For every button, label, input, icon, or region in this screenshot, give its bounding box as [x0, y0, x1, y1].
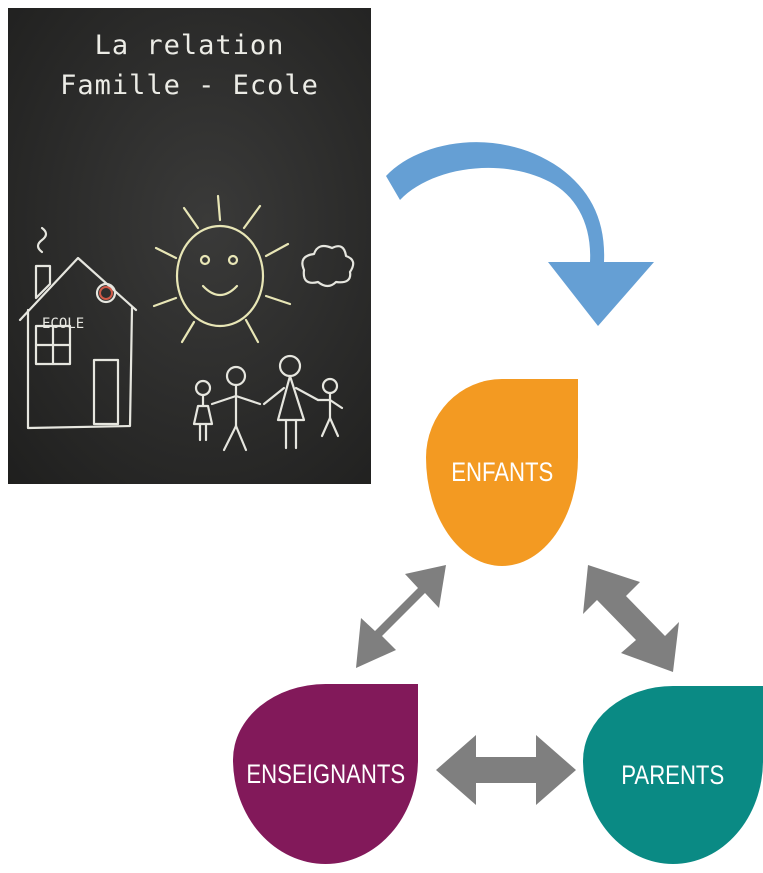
link-arrow-enseignants-parents: [436, 735, 576, 805]
chalkboard-title-line-2: Famille - Ecole: [60, 70, 319, 101]
link-arrow-enfants-parents: [583, 565, 679, 672]
cloud-drawing: [301, 244, 355, 288]
link-arrow-enfants-enseignants: [356, 565, 446, 668]
school-sign-label: ECOLE: [42, 316, 85, 332]
chalkboard-image: La relation Famille - Ecole: [8, 8, 371, 484]
node-enseignants: ENSEIGNANTS: [233, 684, 418, 864]
chalk-drawing: [18, 194, 355, 452]
sun-drawing: [152, 194, 292, 344]
node-parents: PARENTS: [583, 686, 763, 864]
chalkboard-title-line-1: La relation: [94, 30, 285, 61]
node-enfants-label: ENFANTS: [450, 457, 554, 487]
node-parents-label: PARENTS: [621, 759, 725, 790]
curved-arrow-shape: [386, 142, 654, 326]
house-drawing: [18, 226, 138, 430]
family-drawing: [192, 354, 344, 452]
node-enseignants-label: ENSEIGNANTS: [246, 758, 405, 789]
node-enfants: ENFANTS: [426, 379, 578, 566]
